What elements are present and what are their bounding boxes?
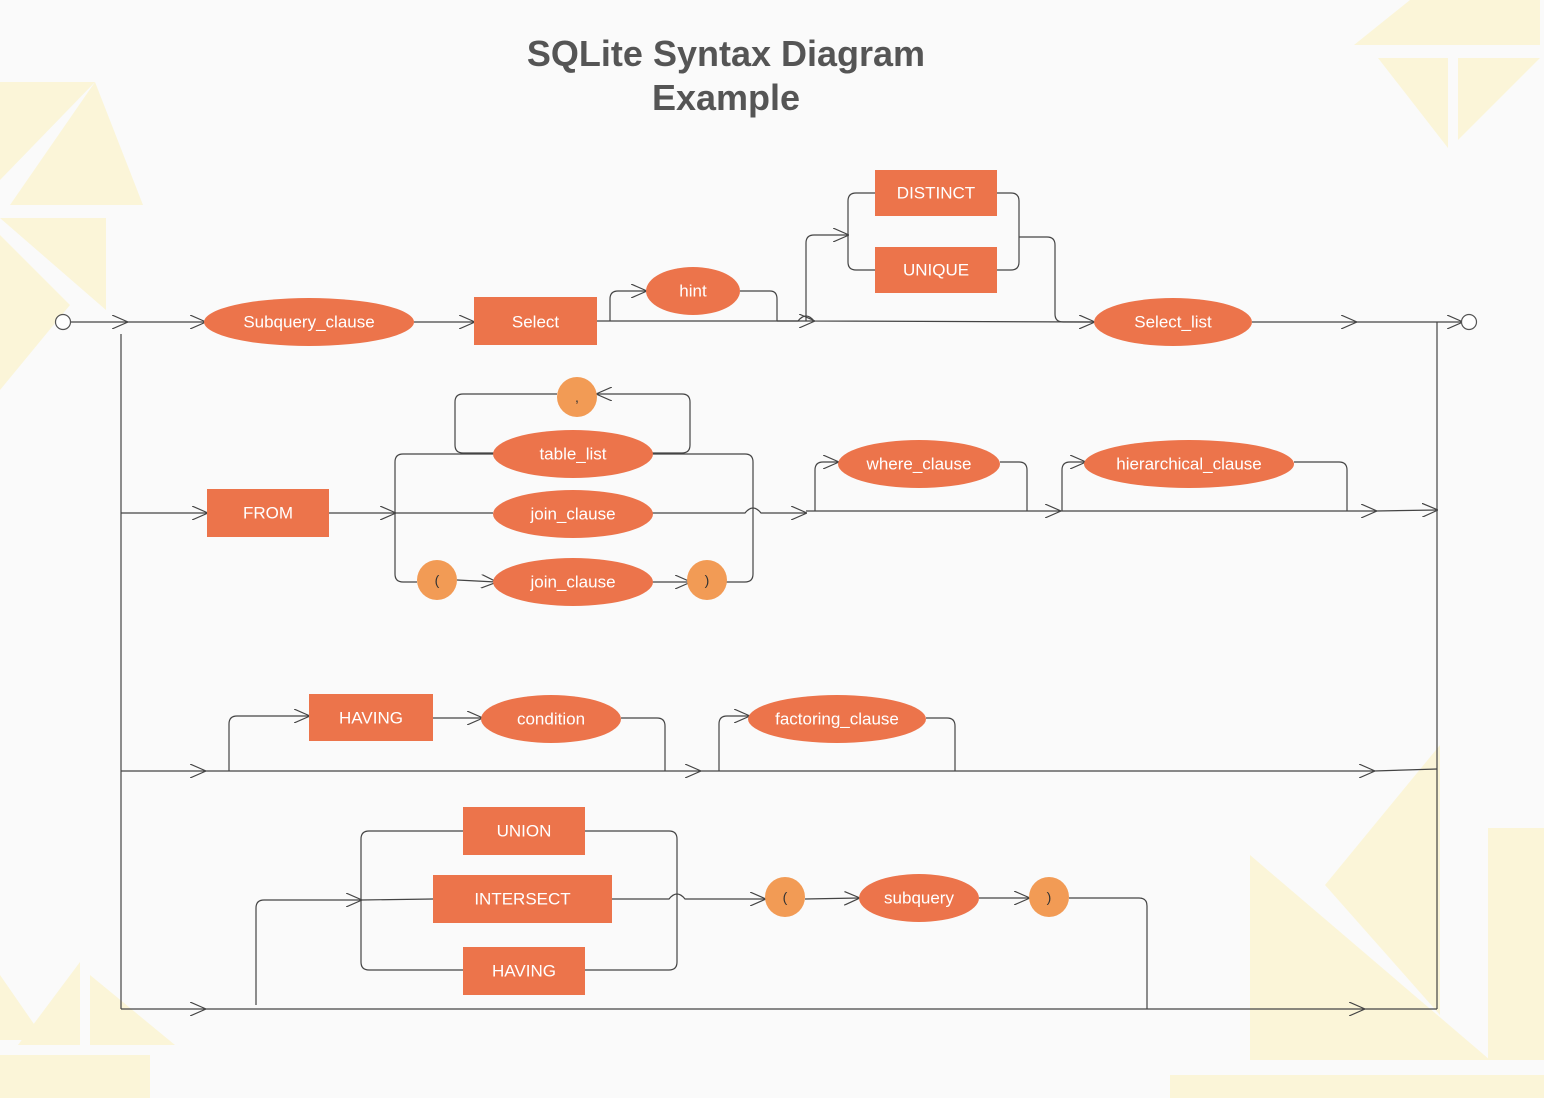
node-close-paren-1[interactable]: ) [687, 560, 727, 600]
node-label: ) [705, 572, 710, 588]
node-open-paren-1[interactable]: ( [417, 560, 457, 600]
page-title-line-2: Example [651, 77, 801, 118]
node-label: ) [1047, 889, 1052, 905]
node-subquery[interactable]: subquery [859, 874, 979, 922]
node-having-2[interactable]: HAVING [463, 947, 585, 995]
node-having-1[interactable]: HAVING [309, 694, 433, 741]
node-subquery-clause[interactable]: Subquery_clause [204, 298, 414, 346]
node-label: hierarchical_clause [1116, 455, 1262, 474]
node-union[interactable]: UNION [463, 807, 585, 855]
node-label: , [575, 389, 579, 405]
end-terminal [1460, 313, 1478, 331]
node-label: DISTINCT [897, 184, 975, 203]
node-label: where_clause [866, 455, 972, 474]
node-hint[interactable]: hint [646, 267, 740, 315]
page-title-line-1: SQLite Syntax Diagram [526, 33, 926, 74]
node-open-paren-2[interactable]: ( [765, 877, 805, 917]
page-title: SQLite Syntax Diagram Example [476, 32, 976, 120]
node-distinct[interactable]: DISTINCT [875, 170, 997, 216]
node-factoring-clause[interactable]: factoring_clause [748, 695, 926, 743]
start-terminal [54, 313, 72, 331]
node-label: ( [783, 889, 788, 905]
node-label: Select [512, 313, 560, 332]
node-label: HAVING [492, 962, 556, 981]
node-label: join_clause [529, 573, 615, 592]
node-condition[interactable]: condition [481, 695, 621, 743]
node-select-list[interactable]: Select_list [1094, 298, 1252, 346]
node-join-clause-2[interactable]: join_clause [493, 558, 653, 606]
node-comma[interactable]: , [557, 377, 597, 417]
node-label: join_clause [529, 505, 615, 524]
node-where-clause[interactable]: where_clause [838, 440, 1000, 488]
node-label: FROM [243, 504, 293, 523]
node-hierarchical-clause[interactable]: hierarchical_clause [1084, 440, 1294, 488]
node-label: UNION [497, 822, 552, 841]
node-label: UNIQUE [903, 261, 969, 280]
node-label: subquery [884, 889, 954, 908]
node-label: Subquery_clause [243, 313, 374, 332]
node-label: factoring_clause [775, 710, 899, 729]
node-label: INTERSECT [474, 890, 570, 909]
node-label: hint [679, 282, 707, 301]
node-select[interactable]: Select [474, 297, 597, 345]
node-label: ( [435, 572, 440, 588]
node-from[interactable]: FROM [207, 489, 329, 537]
node-intersect[interactable]: INTERSECT [433, 875, 612, 923]
node-join-clause-1[interactable]: join_clause [493, 490, 653, 538]
node-table-list[interactable]: table_list [493, 430, 653, 478]
connector-lines [70, 192, 1462, 1009]
node-close-paren-2[interactable]: ) [1029, 877, 1069, 917]
node-unique[interactable]: UNIQUE [875, 247, 997, 293]
node-label: condition [517, 710, 585, 729]
node-label: table_list [539, 445, 606, 464]
node-label: HAVING [339, 709, 403, 728]
node-label: Select_list [1134, 313, 1212, 332]
